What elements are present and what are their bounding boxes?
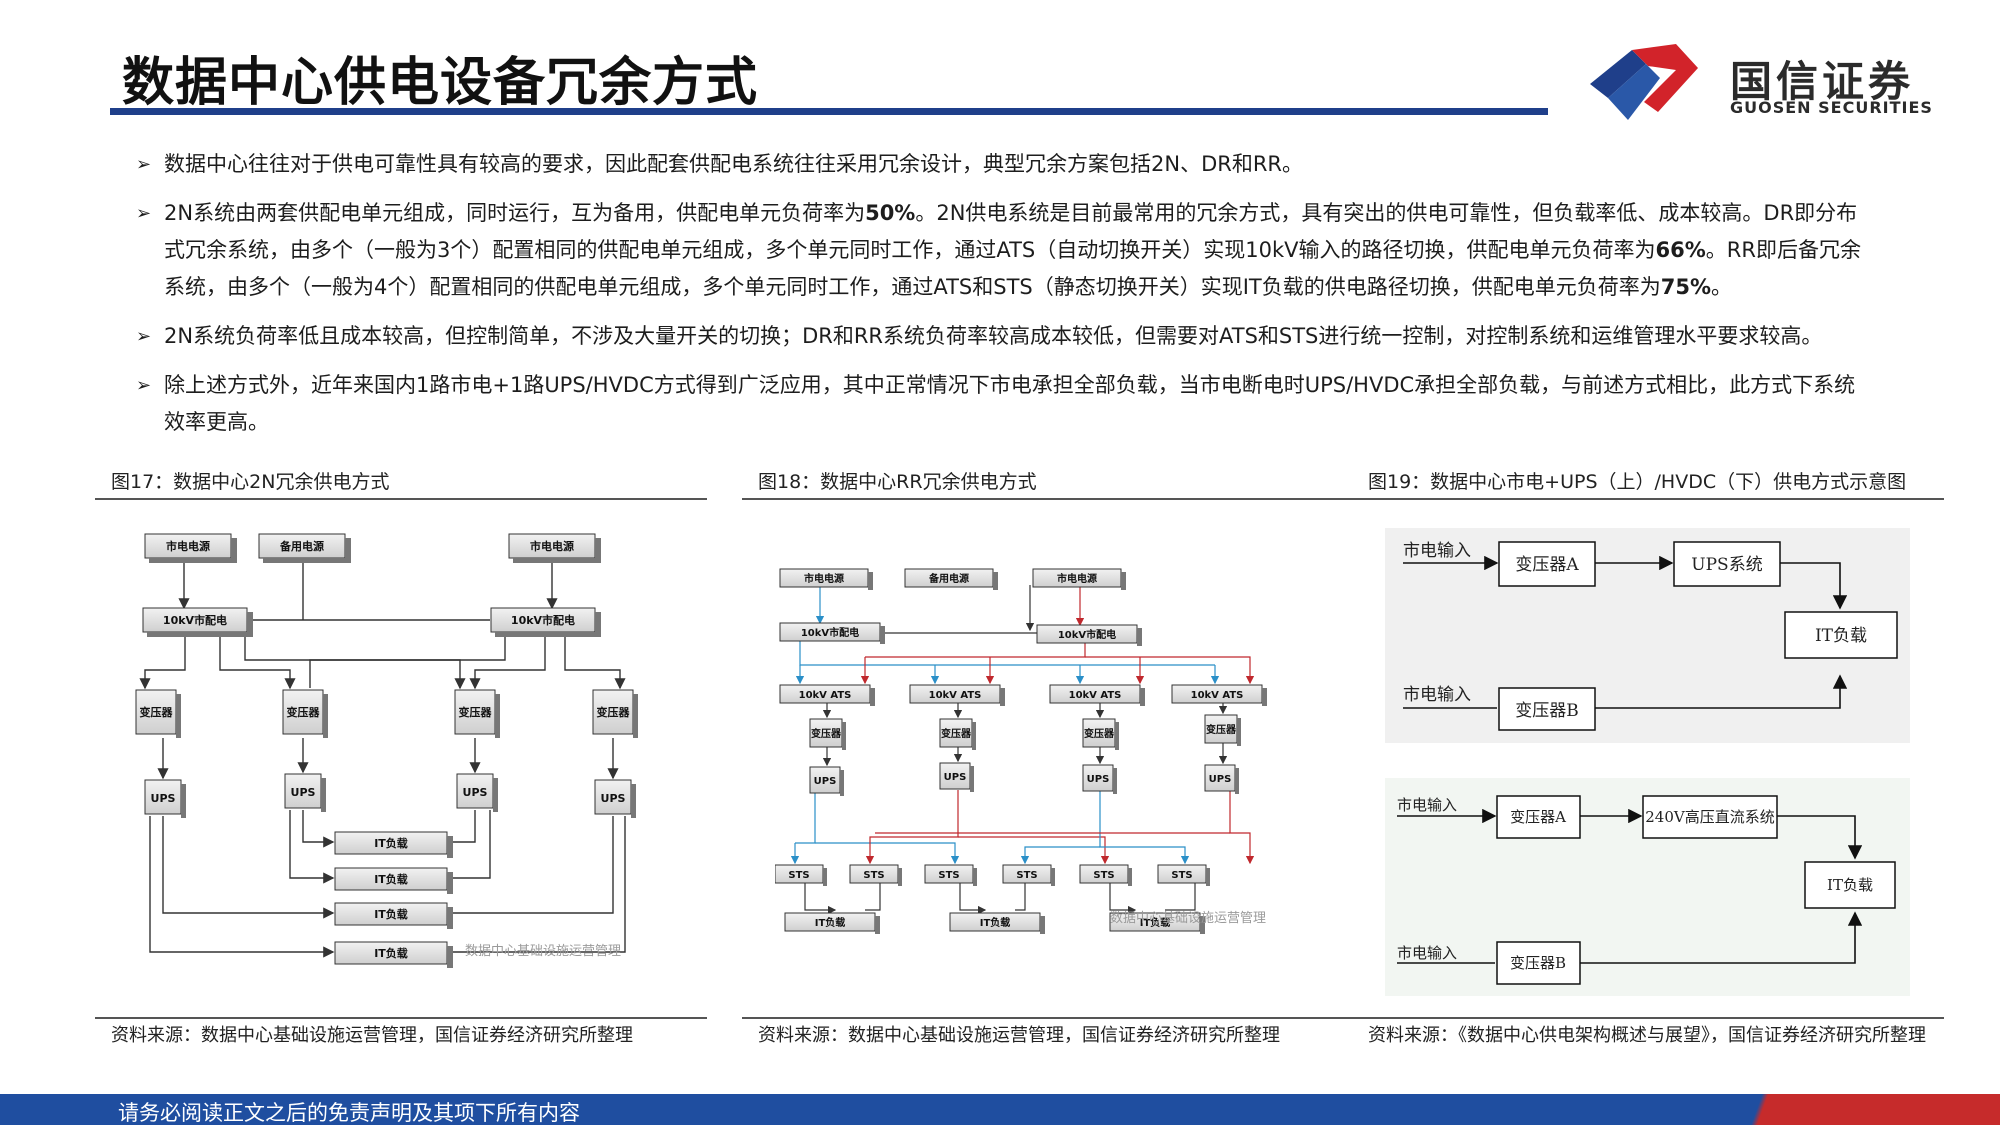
watermark: 数据中心基础设施运营管理 [465,944,621,959]
svg-text:10kV ATS: 10kV ATS [799,690,852,701]
figure-17-panel: 图17：数据中心2N冗余供电方式 [95,466,707,500]
fig17-boxes [135,533,638,968]
svg-text:UPS: UPS [1087,774,1110,785]
svg-text:UPS: UPS [463,786,488,799]
figure-18-panel: 图18：数据中心RR冗余供电方式 [742,466,1354,500]
svg-text:IT负载: IT负载 [374,836,408,850]
svg-text:UPS: UPS [151,792,176,805]
svg-text:IT负载: IT负载 [815,916,846,929]
svg-text:变压器B: 变压器B [1510,954,1566,972]
svg-text:IT负载: IT负载 [1827,876,1873,894]
svg-text:变压器: 变压器 [941,727,972,740]
svg-text:IT负载: IT负载 [1140,916,1171,929]
figure-caption: 图18：数据中心RR冗余供电方式 [758,471,1037,493]
figure-caption: 图17：数据中心2N冗余供电方式 [111,471,390,493]
svg-text:变压器: 变压器 [597,705,631,719]
bullet-item: ➢ 2N系统由两套供配电单元组成，同时运行，互为备用，供配电单元负荷率为50%。… [136,195,1866,306]
footer-disclaimer: 请务必阅读正文之后的免责声明及其项下所有内容 [118,1101,580,1125]
svg-text:UPS: UPS [601,792,626,805]
svg-text:STS: STS [938,870,959,881]
svg-text:IT负载: IT负载 [980,916,1011,929]
svg-text:10kV市配电: 10kV市配电 [163,613,227,627]
bullet-arrow-icon: ➢ [136,326,152,347]
bullet-item: ➢ 数据中心往往对于供电可靠性具有较高的要求，因此配套供配电系统往往采用冗余设计… [136,146,1866,183]
figure-source: 资料来源：数据中心基础设施运营管理，国信证券经济研究所整理 [111,1024,633,1046]
svg-text:STS: STS [1171,870,1192,881]
bullet-arrow-icon: ➢ [136,154,152,175]
bullet-arrow-icon: ➢ [136,203,152,224]
svg-text:市电电源: 市电电源 [1057,572,1097,585]
bullet-item: ➢ 除上述方式外，近年来国内1路市电+1路UPS/HVDC方式得到广泛应用，其中… [136,367,1866,441]
guosen-logo-icon [1590,44,1698,120]
svg-text:市电输入: 市电输入 [1397,796,1457,814]
svg-text:IT负载: IT负载 [1815,626,1867,646]
footer-accent [1700,1094,2000,1125]
svg-text:IT负载: IT负载 [374,872,408,886]
svg-text:备用电源: 备用电源 [279,539,324,553]
figure-19-diagram: 市电输入 变压器A UPS系统 IT负载 市电输入 变压器B 市电输入 变压器A… [1385,528,1910,996]
logo-text-cn: 国信证券 [1730,57,1915,106]
svg-text:变压器A: 变压器A [1515,555,1579,575]
svg-text:10kV ATS: 10kV ATS [1191,690,1244,701]
svg-text:变压器A: 变压器A [1510,808,1566,826]
svg-text:变压器B: 变压器B [1515,701,1579,721]
figure-17-source: 资料来源：数据中心基础设施运营管理，国信证券经济研究所整理 [95,1017,707,1047]
svg-text:市电电源: 市电电源 [166,539,210,553]
svg-text:STS: STS [1016,870,1037,881]
svg-text:变压器: 变压器 [1206,723,1237,736]
figure-caption: 图19：数据中心市电+UPS（上）/HVDC（下）供电方式示意图 [1368,471,1907,493]
figure-17-diagram: 市电电源 备用电源 市电电源 10kV市配电 10kV市配电 变压器 变压器 变… [135,533,638,968]
bullet-arrow-icon: ➢ [136,375,152,396]
svg-text:STS: STS [863,870,884,881]
bullet-list: ➢ 数据中心往往对于供电可靠性具有较高的要求，因此配套供配电系统往往采用冗余设计… [136,146,1866,453]
figure-19-panel: 图19：数据中心市电+UPS（上）/HVDC（下）供电方式示意图 [1352,466,1944,500]
svg-text:UPS: UPS [944,772,967,783]
svg-text:市电输入: 市电输入 [1397,944,1457,962]
svg-text:10kV市配电: 10kV市配电 [1058,628,1116,641]
figure-19-source: 资料来源：《数据中心供电架构概述与展望》，国信证券经济研究所整理 [1352,1017,1944,1047]
watermark: 数据中心基础设施运营管理 [1110,911,1266,926]
svg-text:10kV ATS: 10kV ATS [929,690,982,701]
svg-text:STS: STS [788,870,809,881]
svg-text:变压器: 变压器 [1084,727,1115,740]
svg-text:市电输入: 市电输入 [1403,685,1471,705]
footer-bar: 请务必阅读正文之后的免责声明及其项下所有内容 [0,1094,2000,1125]
svg-text:备用电源: 备用电源 [928,572,969,585]
bullet-item: ➢ 2N系统负荷率低且成本较高，但控制简单，不涉及大量开关的切换；DR和RR系统… [136,318,1866,355]
logo-text-en: GUOSEN SECURITIES [1730,98,1933,117]
figure-18-diagram: 市电电源 备用电源 市电电源 10kV市配电 10kV市配电 10kV ATS … [775,568,1267,934]
svg-text:10kV市配电: 10kV市配电 [801,626,859,639]
svg-text:UPS系统: UPS系统 [1691,555,1762,575]
svg-text:变压器: 变压器 [811,727,842,740]
svg-text:240V高压直流系统: 240V高压直流系统 [1645,808,1774,826]
svg-text:UPS: UPS [291,786,316,799]
svg-text:变压器: 变压器 [459,705,493,719]
svg-text:IT负载: IT负载 [374,946,408,960]
svg-text:STS: STS [1093,870,1114,881]
svg-text:10kV ATS: 10kV ATS [1069,690,1122,701]
svg-text:变压器: 变压器 [140,705,174,719]
svg-text:市电输入: 市电输入 [1403,541,1471,561]
svg-text:10kV市配电: 10kV市配电 [511,613,575,627]
svg-text:UPS: UPS [814,776,837,787]
figure-source: 资料来源：《数据中心供电架构概述与展望》，国信证券经济研究所整理 [1368,1024,1926,1046]
svg-text:IT负载: IT负载 [374,907,408,921]
title-underline [110,108,1548,115]
page-title: 数据中心供电设备冗余方式 [122,53,759,113]
figure-source: 资料来源：数据中心基础设施运营管理，国信证券经济研究所整理 [758,1024,1280,1046]
svg-text:市电电源: 市电电源 [804,572,844,585]
figure-18-source: 资料来源：数据中心基础设施运营管理，国信证券经济研究所整理 [742,1017,1354,1047]
svg-text:变压器: 变压器 [287,705,321,719]
svg-text:UPS: UPS [1209,774,1232,785]
svg-text:市电电源: 市电电源 [530,539,574,553]
